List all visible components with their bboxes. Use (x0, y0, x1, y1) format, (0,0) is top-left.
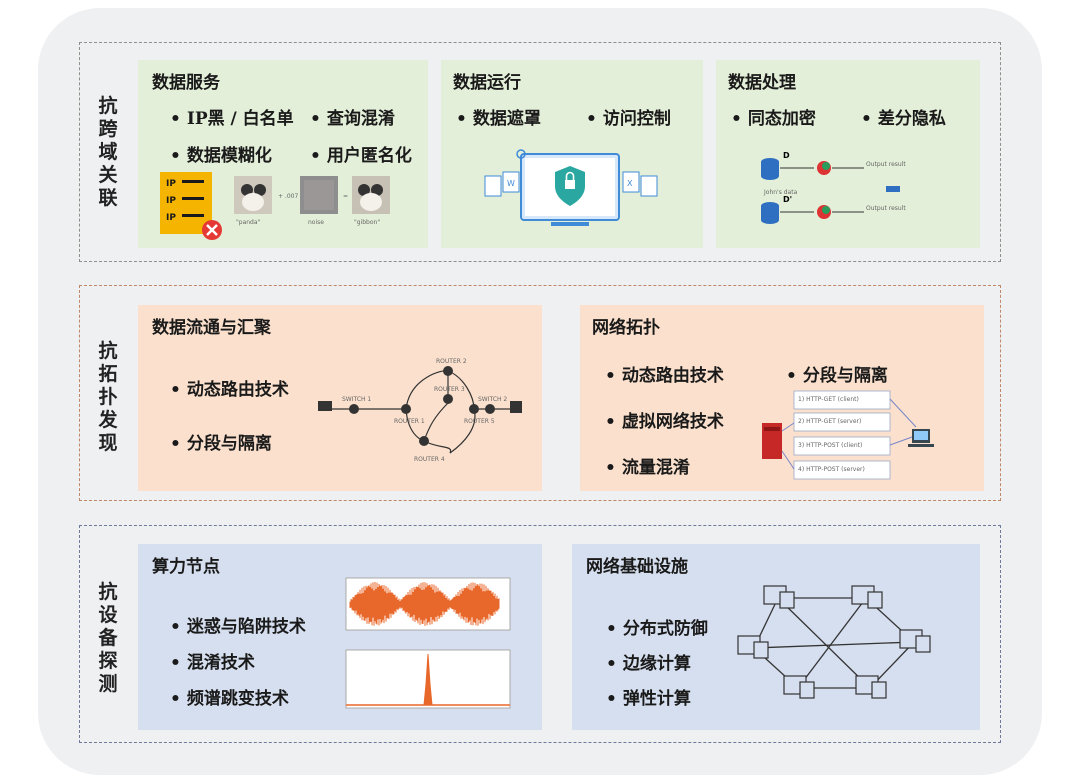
svg-text:=: = (343, 193, 348, 200)
svg-text:4) HTTP-POST (server): 4) HTTP-POST (server) (798, 466, 865, 473)
row-anti-cross-domain (79, 42, 1001, 262)
svg-text:noise: noise (308, 219, 324, 226)
svg-text:+ .007 ×: + .007 × (278, 193, 305, 200)
data-masking-figure: W X (484, 149, 658, 226)
svg-text:IP: IP (166, 179, 176, 189)
computer-icon (510, 401, 522, 413)
list-item: 动态路由技术 (170, 375, 289, 400)
panel-title: 数据服务 (152, 73, 220, 93)
list-item: 分段与隔离 (170, 429, 272, 454)
svg-text:IP: IP (166, 196, 176, 206)
svg-text:SWITCH 2: SWITCH 2 (478, 396, 507, 403)
list-item: 用户匿名化 (310, 141, 412, 166)
svg-text:ROUTER 3: ROUTER 3 (434, 386, 465, 393)
panel-title: 数据处理 (728, 73, 796, 93)
list-item: 分布式防御 (606, 614, 708, 639)
list-item: 虚拟网络技术 (605, 407, 724, 432)
panel-title: 网络拓扑 (592, 318, 660, 338)
list-item: 数据遮罩 (456, 104, 541, 129)
svg-text:W: W (507, 179, 515, 188)
svg-text:ROUTER 1: ROUTER 1 (394, 418, 425, 425)
row-label-topology: 抗拓扑发现 (98, 340, 118, 454)
panel-title: 数据流通与汇聚 (152, 318, 271, 338)
panel-network-infrastructure: 网络基础设施 分布式防御 边缘计算 弹性计算 (572, 544, 980, 730)
list-item: 弹性计算 (606, 684, 691, 709)
svg-text:ROUTER 4: ROUTER 4 (414, 456, 445, 463)
panel-data-processing: 数据处理 同态加密 差分隐私 D Output result John's da… (716, 60, 980, 248)
list-item: 数据模糊化 (170, 141, 272, 166)
row-label-cross-domain: 抗跨域关联 (98, 95, 118, 209)
svg-text:2) HTTP-GET (server): 2) HTTP-GET (server) (798, 418, 861, 425)
list-item: 差分隐私 (861, 104, 946, 129)
svg-text:X: X (627, 179, 633, 188)
distributed-nodes-figure (737, 585, 931, 699)
panel-data-service: 数据服务 IP黑 / 白名单 查询混淆 数据模糊化 用户匿名化 IP IP IP… (138, 60, 428, 248)
computer-icon (318, 401, 332, 411)
list-item: 分段与隔离 (786, 361, 888, 386)
svg-text:D': D' (783, 195, 792, 204)
list-item: 流量混淆 (605, 453, 690, 478)
traffic-obfuscation-figure: 1) HTTP-GET (client) 2) HTTP-GET (server… (762, 390, 934, 480)
ip-blacklist-figure: IP IP IP "panda" + .007 × noise = "gibbo… (160, 172, 390, 240)
list-item: 频谱跳变技术 (170, 684, 289, 709)
panel-compute-node: 算力节点 迷惑与陷阱技术 混淆技术 频谱跳变技术 (138, 544, 542, 730)
svg-text:Output result: Output result (866, 161, 906, 168)
svg-text:"gibbon": "gibbon" (354, 219, 380, 226)
list-item: IP黑 / 白名单 (170, 104, 294, 129)
svg-text:SWITCH 1: SWITCH 1 (342, 396, 371, 403)
panel-data-operation: 数据运行 数据遮罩 访问控制 W X (441, 60, 703, 248)
server-icon (762, 423, 782, 459)
list-item: 查询混淆 (310, 104, 395, 129)
svg-text:ROUTER 5: ROUTER 5 (464, 418, 495, 425)
spectrum-figure (345, 577, 511, 709)
list-item: 边缘计算 (606, 649, 691, 674)
svg-text:1) HTTP-GET (client): 1) HTTP-GET (client) (798, 396, 859, 403)
row-anti-device-detection (79, 525, 1001, 743)
svg-text:ROUTER 2: ROUTER 2 (436, 358, 467, 365)
panel-title: 数据运行 (453, 73, 521, 93)
svg-text:IP: IP (166, 213, 176, 223)
row-anti-topology-discovery (79, 285, 1001, 501)
list-item: 访问控制 (586, 104, 671, 129)
svg-text:John's data: John's data (763, 189, 798, 196)
svg-text:Output result: Output result (866, 205, 906, 212)
panel-title: 网络基础设施 (586, 557, 688, 577)
svg-text:D: D (783, 151, 790, 160)
list-item: 迷惑与陷阱技术 (170, 612, 306, 637)
list-item: 动态路由技术 (605, 361, 724, 386)
svg-text:3) HTTP-POST (client): 3) HTTP-POST (client) (798, 442, 862, 449)
svg-text:"panda": "panda" (236, 219, 261, 226)
row-label-device: 抗设备探测 (98, 581, 118, 695)
differential-privacy-figure: D Output result John's data D' Output re… (761, 151, 906, 224)
panel-title: 算力节点 (152, 557, 220, 577)
routing-network-figure: SWITCH 1 SWITCH 2 ROUTER 2 ROUTER 3 ROUT… (318, 358, 522, 463)
list-item: 同态加密 (731, 104, 816, 129)
panel-network-topology: 网络拓扑 动态路由技术 分段与隔离 虚拟网络技术 流量混淆 1) HTTP-GE… (580, 305, 984, 491)
list-item: 混淆技术 (170, 648, 255, 673)
waveform-trace (349, 582, 500, 626)
panel-data-flow: 数据流通与汇聚 动态路由技术 分段与隔离 SWITCH 1 SWITCH 2 R… (138, 305, 542, 491)
